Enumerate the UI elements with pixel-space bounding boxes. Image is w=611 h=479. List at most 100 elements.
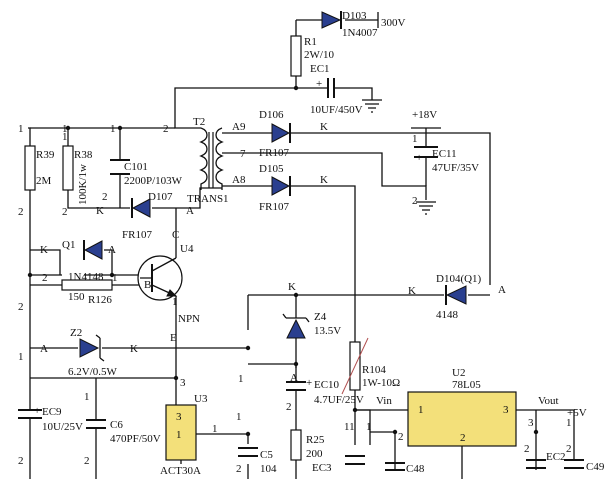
ec2-ref: EC2 (546, 451, 566, 463)
pin-numbers: 1 2 3 11 2 1 1 2 2 2 1 1 3 2 2 2 1 2 1 (18, 131, 572, 475)
z4-a: A (290, 372, 298, 384)
u4-b: B (144, 279, 151, 291)
pin-mark: 2 (236, 463, 242, 475)
ec1-plus: + (316, 78, 322, 90)
junction-dots (27, 85, 539, 437)
pin-mark: 1 (366, 421, 372, 433)
capacitor-ec3: EC3 (312, 455, 365, 474)
r38-ref: R38 (74, 149, 93, 161)
d104-a: A (498, 284, 506, 296)
wires (28, 12, 575, 479)
ec9-ref: EC9 (42, 406, 62, 418)
pin-mark: 3 (180, 377, 186, 389)
c48-ref: C48 (406, 463, 425, 475)
r25-value: 200 (306, 448, 323, 460)
r104-value: 1W-10Ω (362, 377, 400, 389)
t2-pin-7: 7 (240, 148, 246, 160)
ec1-ref: EC1 (310, 63, 330, 75)
ec10-ref: EC10 (314, 379, 340, 391)
d105-value: FR107 (259, 201, 289, 213)
pin-mark: 2 (566, 443, 572, 455)
ground-symbol-ec11 (416, 201, 436, 215)
ic-u3: U3 3 1 1 ACT30A (160, 393, 218, 477)
u4-one: 1 (172, 296, 178, 308)
ec11-ref: EC11 (432, 148, 457, 160)
diode-d107: K D107 FR107 A (96, 191, 194, 241)
pin-mark: 2 (84, 455, 90, 467)
ec11-pin2: 2 (412, 195, 418, 207)
ec11-pin1: 1 (412, 133, 418, 145)
capacitor-ec11: +18V 1 + EC11 47UF/35V 2 (412, 109, 479, 207)
pin-mark: 2 (18, 455, 24, 467)
c5-ref: C5 (260, 449, 273, 461)
z2-ref: Z2 (70, 327, 82, 339)
d105-cathode: K (320, 174, 328, 186)
capacitor-c5: C5 104 (238, 447, 277, 475)
c101-pin1: 1 (110, 123, 116, 135)
t2-pin-a8: A8 (232, 174, 246, 186)
u2-value: 78L05 (452, 379, 481, 391)
r39-value: 2M (36, 175, 52, 187)
u3-ref: U3 (194, 393, 208, 405)
resistor-r39: 1 R39 2M 2 (18, 123, 55, 218)
d106-cathode: K (320, 121, 328, 133)
u3-value: ACT30A (160, 465, 201, 477)
capacitor-c101: 1 C101 2200P/103W (110, 123, 183, 187)
z2-value: 6.2V/0.5W (68, 366, 118, 378)
u4-ref: U4 (180, 243, 194, 255)
capacitor-ec2: EC2 (526, 451, 566, 469)
z4-value: 13.5V (314, 325, 341, 337)
u4-type: NPN (178, 313, 200, 325)
diode-d106: D106 FR107 K (259, 109, 328, 159)
c101-ref: C101 (124, 161, 148, 173)
transformer-t2: T2 2 A9 7 A8 TRANS1 (163, 116, 246, 205)
pin-mark: 1 (238, 373, 244, 385)
pin-mark: 1 (18, 351, 24, 363)
zener-z4: K Z4 13.5V A (282, 281, 341, 384)
t2-pin-a9: A9 (232, 121, 246, 133)
pin-mark: 2 (398, 431, 404, 443)
r38-value: 100K/1w (77, 164, 89, 205)
pin-mark: 1 (84, 391, 90, 403)
resistor-r1: R1 2W/10 (290, 35, 334, 77)
d106-value: FR107 (259, 147, 289, 159)
d103-ref: D103 (342, 10, 367, 22)
pin-mark: 3 (528, 417, 534, 429)
r38-pin2: 2 (62, 206, 68, 218)
r39-pin1: 1 (18, 123, 24, 135)
u2-ref: U2 (452, 367, 465, 379)
u2-vout: Vout (538, 395, 559, 407)
t2-ref: T2 (193, 116, 205, 128)
u2-pin1: 1 (418, 404, 424, 416)
c6-ref: C6 (110, 419, 123, 431)
u4-e: E (170, 332, 177, 344)
d105-ref: D105 (259, 163, 284, 175)
capacitor-ec9: + EC9 10U/25V (18, 405, 83, 433)
regulator-u2: U2 78L05 Vin Vout 1 3 2 +5V (376, 367, 587, 479)
rail-18v-label: +18V (412, 109, 437, 121)
r39-pin2: 2 (18, 206, 24, 218)
pin-mark: 11 (344, 421, 355, 433)
z4-ref: Z4 (314, 311, 327, 323)
pin-mark: 1 (236, 411, 242, 423)
capacitor-c49: C49 (564, 459, 605, 473)
resistor-r38: 1 R38 100K/1w 2 (62, 123, 93, 218)
d103-tag: 300V (381, 17, 406, 29)
zener-z2: A Z2 6.2V/0.5W K (40, 327, 138, 378)
d104-value: 4148 (436, 309, 459, 321)
d104-ref: D104(Q1) (436, 273, 482, 285)
q1-k: K (40, 244, 48, 256)
rail-5v-label: +5V (567, 407, 587, 419)
q1-ref: Q1 (62, 239, 75, 251)
resistor-r126: 2 150 R126 1 (42, 272, 118, 306)
r1-value: 2W/10 (304, 49, 334, 61)
diode-d103: D103 1N4007 300V (321, 10, 406, 39)
pin-mark: 1 (62, 131, 68, 143)
z4-k: K (288, 281, 296, 293)
pin-mark: 2 (524, 443, 530, 455)
capacitor-c48: C48 (385, 462, 425, 475)
capacitor-ec10: + EC10 4.7UF/25V (286, 377, 364, 406)
u2-pin2: 2 (460, 432, 466, 444)
pin-mark: 2 (286, 401, 292, 413)
